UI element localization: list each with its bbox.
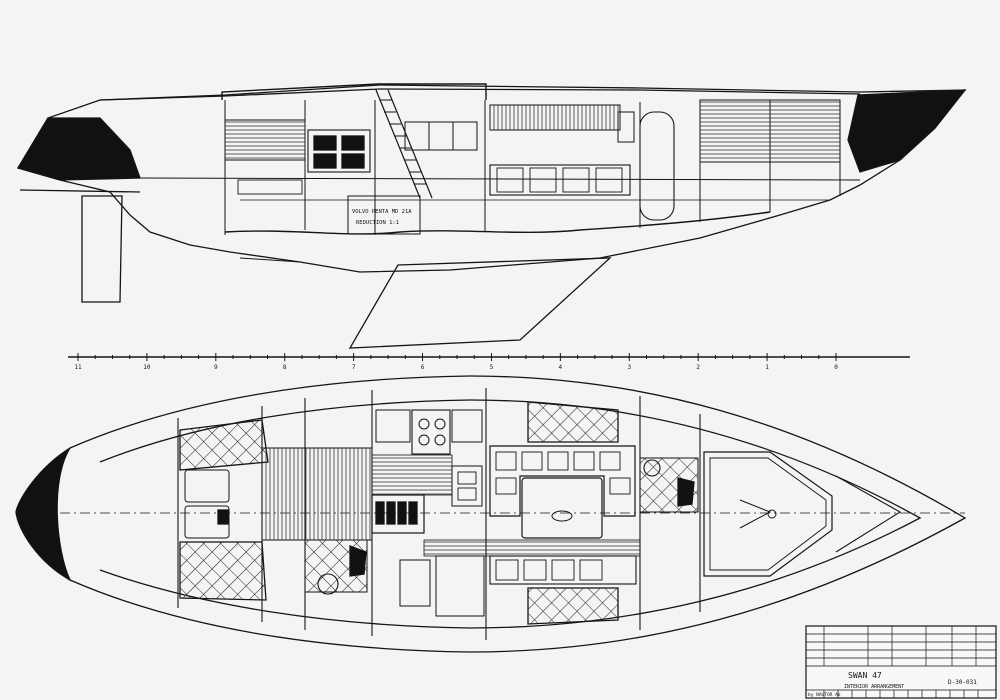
profile-hull-outline [17, 84, 967, 273]
scale-label: 4 [559, 364, 563, 371]
galley-stove [411, 409, 451, 455]
plan-stern-dark [15, 447, 72, 582]
scale-label: 6 [421, 364, 425, 371]
plan-view [15, 375, 967, 653]
scale-label: 10 [143, 364, 151, 371]
title-block: SWAN 47 INTERIOR ARRANGEMENT D-30-031 by… [805, 625, 997, 699]
plan-hull-outline [43, 375, 967, 653]
fin-keel [348, 257, 612, 349]
saloon-settee [489, 445, 636, 517]
aft-port-berth [179, 419, 269, 471]
scale-label: 9 [214, 364, 218, 371]
profile-companionway [375, 89, 433, 199]
scale-label: 11 [74, 364, 82, 371]
saloon-table [521, 477, 603, 539]
aft-starboard-berth [179, 541, 267, 601]
profile-bow-dark [847, 89, 967, 173]
drawing-number: D-30-031 [948, 679, 977, 686]
scale-label: 8 [283, 364, 287, 371]
scale-label: 3 [627, 364, 631, 371]
profile-coachroof [221, 83, 487, 100]
scale-label: 0 [834, 364, 838, 371]
boat-name: SWAN 47 [848, 671, 882, 680]
profile-cabin-sole [224, 211, 771, 235]
profile-view: VOLVO PENTA MD 21A REDUCTION 1:1 [17, 83, 967, 349]
drawn-by: by NAUTOR Ab [808, 692, 841, 698]
engine-note-box [347, 195, 421, 235]
scale-label: 7 [352, 364, 356, 371]
profile-note-line-1: VOLVO PENTA MD 21A [352, 209, 412, 215]
drawing-title: INTERIOR ARRANGEMENT [844, 684, 904, 690]
scale-label: 2 [696, 364, 700, 371]
profile-sheerline [99, 88, 861, 101]
rudder [81, 195, 123, 303]
scale-label: 1 [765, 364, 769, 371]
scale-label: 5 [490, 364, 494, 371]
profile-stern-dark [17, 117, 141, 181]
profile-note-line-2: REDUCTION 1:1 [356, 220, 399, 226]
forepeak-v-berth [703, 451, 833, 577]
